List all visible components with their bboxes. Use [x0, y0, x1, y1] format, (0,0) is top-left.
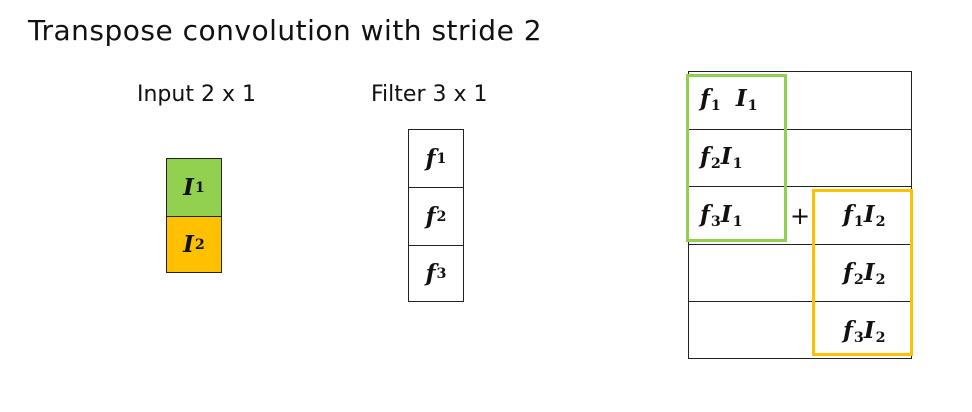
table-row-divider	[688, 186, 912, 187]
orange-highlight-box	[812, 189, 913, 356]
term-input-symbol: I	[720, 143, 732, 170]
table-top-border	[688, 71, 912, 72]
output-term-f1-i2: f1I2	[843, 201, 886, 230]
term-input-subscript: 1	[747, 98, 758, 115]
filter-cell-subscript: 3	[436, 265, 447, 282]
term-filter-symbol: f	[843, 317, 853, 344]
table-row-divider	[688, 301, 912, 302]
input-cell-subscript: 2	[194, 236, 205, 253]
output-term-f1-i1: f1 I1	[700, 85, 758, 114]
filter-cell-subscript: 1	[436, 150, 447, 167]
green-highlight-box	[686, 74, 787, 242]
output-term-f2-i1: f2I1	[700, 143, 743, 172]
table-row-divider	[688, 244, 912, 245]
term-filter-symbol: f	[700, 143, 710, 170]
filter-cell-subscript: 2	[436, 208, 447, 225]
table-row-divider	[688, 129, 912, 130]
filter-label: Filter 3 x 1	[371, 82, 488, 107]
term-filter-symbol: f	[843, 201, 853, 228]
output-term-f3-i2: f3I2	[843, 317, 886, 346]
term-filter-subscript: 3	[710, 214, 721, 231]
term-input-subscript: 1	[732, 214, 743, 231]
term-filter-symbol: f	[700, 201, 710, 228]
term-input-symbol: I	[863, 201, 875, 228]
term-input-subscript: 2	[875, 330, 886, 347]
term-input-subscript: 2	[875, 272, 886, 289]
filter-cell-symbol: f	[425, 203, 436, 230]
plus-sign: +	[790, 202, 811, 230]
term-filter-subscript: 3	[853, 330, 864, 347]
filter-cell-symbol: f	[425, 145, 436, 172]
filter-cell-symbol: f	[425, 260, 436, 287]
term-filter-symbol: f	[843, 259, 853, 286]
input-cell-symbol: I	[183, 174, 194, 201]
input-cell-subscript: 1	[194, 179, 205, 196]
term-filter-subscript: 1	[853, 214, 864, 231]
output-term-f2-i2: f2I2	[843, 259, 886, 288]
term-filter-subscript: 1	[710, 98, 721, 115]
term-input-subscript: 1	[732, 156, 743, 173]
input-cell-symbol: I	[183, 231, 194, 258]
term-input-symbol: I	[735, 85, 747, 112]
term-input-symbol: I	[863, 259, 875, 286]
term-filter-subscript: 2	[853, 272, 864, 289]
table-bottom-border	[688, 358, 912, 359]
input-label: Input 2 x 1	[137, 82, 256, 107]
term-input-subscript: 2	[875, 214, 886, 231]
output-term-f3-i1: f3I1	[700, 201, 743, 230]
term-input-symbol: I	[720, 201, 732, 228]
term-input-symbol: I	[863, 317, 875, 344]
term-filter-subscript: 2	[710, 156, 721, 173]
page-title: Transpose convolution with stride 2	[28, 14, 543, 47]
term-filter-symbol: f	[700, 85, 710, 112]
